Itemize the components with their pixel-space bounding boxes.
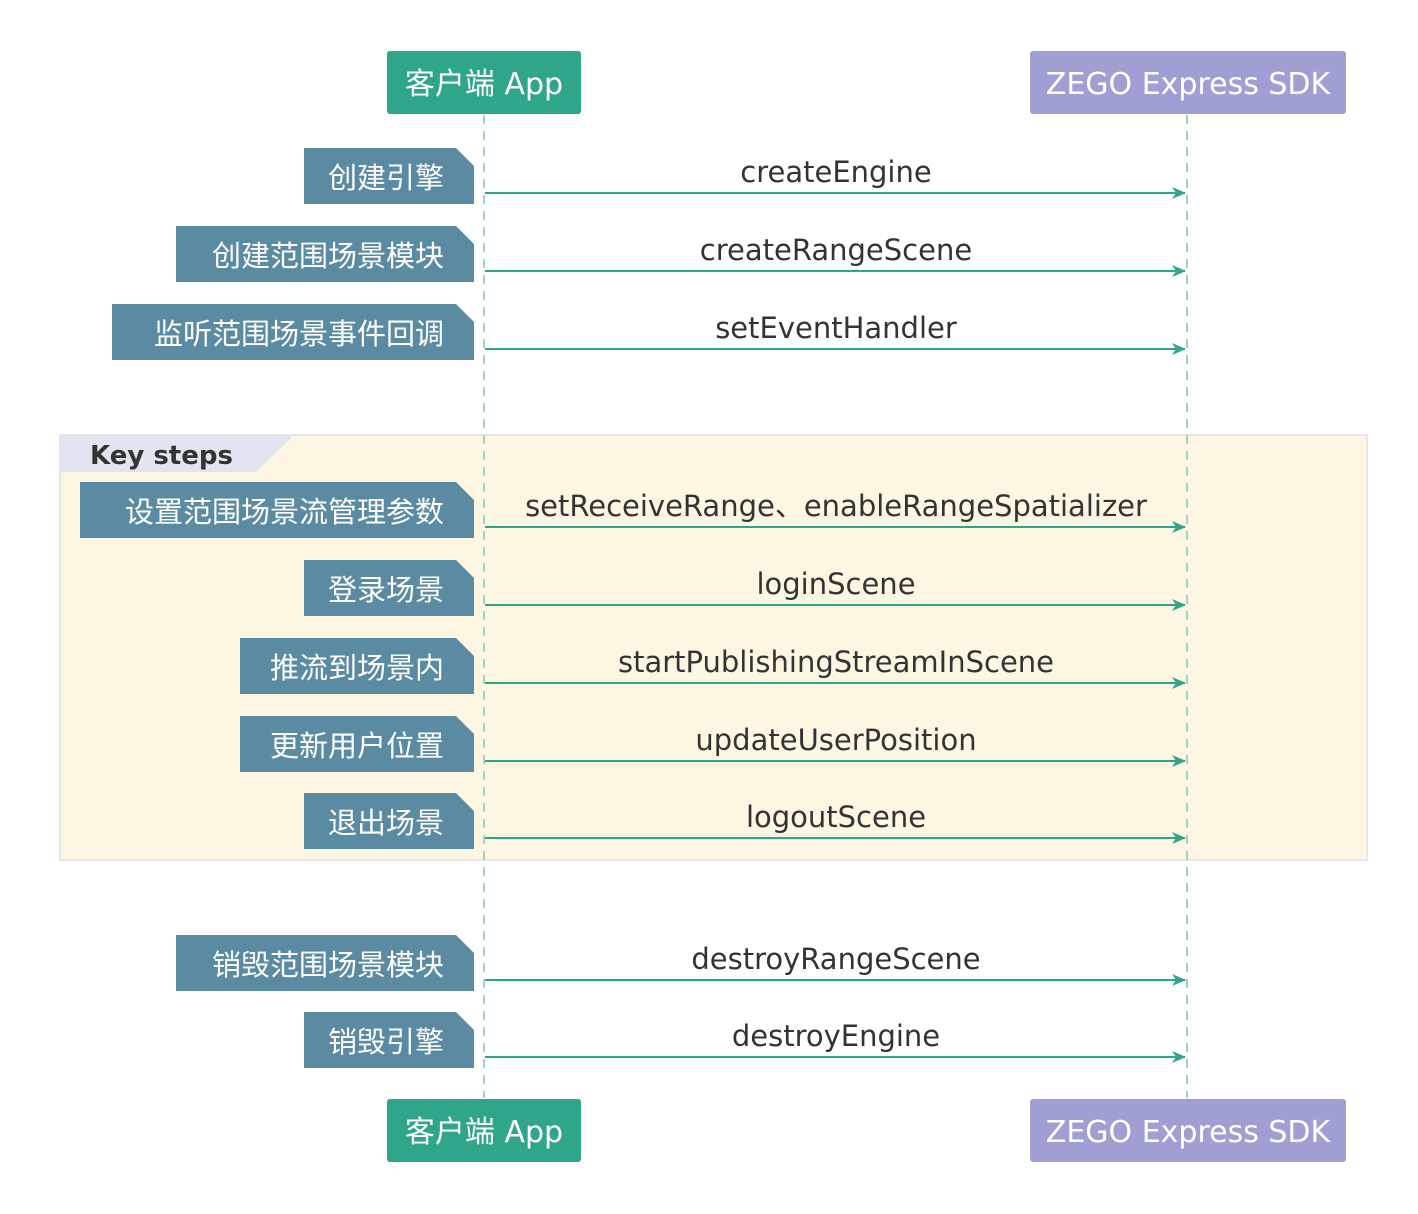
- message-label: startPublishingStreamInScene: [618, 645, 1054, 679]
- client-participant-top: 客户端 App: [387, 51, 581, 114]
- message-row: 创建范围场景模块 createRangeScene: [176, 226, 1186, 282]
- note-box: [176, 935, 474, 991]
- message-row: 更新用户位置 updateUserPosition: [240, 716, 1186, 772]
- message-label: createEngine: [740, 155, 931, 189]
- note-box: [112, 304, 474, 360]
- message-label: logoutScene: [746, 800, 926, 834]
- note-label: 创建引擎: [328, 161, 444, 195]
- note-label: 推流到场景内: [270, 651, 444, 685]
- note-label: 监听范围场景事件回调: [154, 317, 444, 351]
- note-label: 设置范围场景流管理参数: [125, 495, 444, 529]
- note-label: 创建范围场景模块: [212, 239, 444, 273]
- note-label: 退出场景: [328, 806, 444, 840]
- message-label: setEventHandler: [715, 311, 957, 345]
- message-label: updateUserPosition: [695, 723, 976, 757]
- sdk-participant-top: ZEGO Express SDK: [1030, 51, 1346, 114]
- note-label: 销毁范围场景模块: [212, 948, 444, 982]
- message-label: loginScene: [756, 567, 915, 601]
- message-row: 登录场景 loginScene: [304, 560, 1186, 616]
- messages: 创建引擎 createEngine 创建范围场景模块 createRangeScene…: [80, 148, 1186, 1068]
- client-label: 客户端 App: [405, 67, 563, 102]
- sdk-label: ZEGO Express SDK: [1046, 67, 1332, 102]
- note-box: [240, 638, 474, 694]
- message-label: createRangeScene: [700, 233, 972, 267]
- client-participant-bottom: 客户端 App: [387, 1099, 581, 1162]
- message-row: 创建引擎 createEngine: [304, 148, 1186, 204]
- message-row: 销毁引擎 destroyEngine: [304, 1012, 1186, 1068]
- sdk-participant-bottom: ZEGO Express SDK: [1030, 1099, 1346, 1162]
- group-label: Key steps: [90, 441, 233, 471]
- note-box: [80, 482, 474, 538]
- client-label: 客户端 App: [405, 1115, 563, 1150]
- message-label: destroyRangeScene: [691, 942, 980, 976]
- note-box: [304, 560, 474, 616]
- note-box: [304, 793, 474, 849]
- message-row: 退出场景 logoutScene: [304, 793, 1186, 849]
- message-label: destroyEngine: [732, 1019, 940, 1053]
- message-row: 设置范围场景流管理参数 setReceiveRange、enableRangeSp…: [80, 482, 1186, 538]
- message-label: setReceiveRange、enableRangeSpatializer: [525, 489, 1147, 523]
- note-label: 更新用户位置: [270, 729, 444, 763]
- message-row: 推流到场景内 startPublishingStreamInScene: [240, 638, 1186, 694]
- note-box: [304, 1012, 474, 1068]
- note-box: [304, 148, 474, 204]
- note-box: [240, 716, 474, 772]
- message-row: 监听范围场景事件回调 setEventHandler: [112, 304, 1186, 360]
- note-label: 销毁引擎: [328, 1025, 444, 1059]
- note-box: [176, 226, 474, 282]
- note-label: 登录场景: [328, 573, 444, 607]
- message-row: 销毁范围场景模块 destroyRangeScene: [176, 935, 1186, 991]
- sdk-label: ZEGO Express SDK: [1046, 1115, 1332, 1150]
